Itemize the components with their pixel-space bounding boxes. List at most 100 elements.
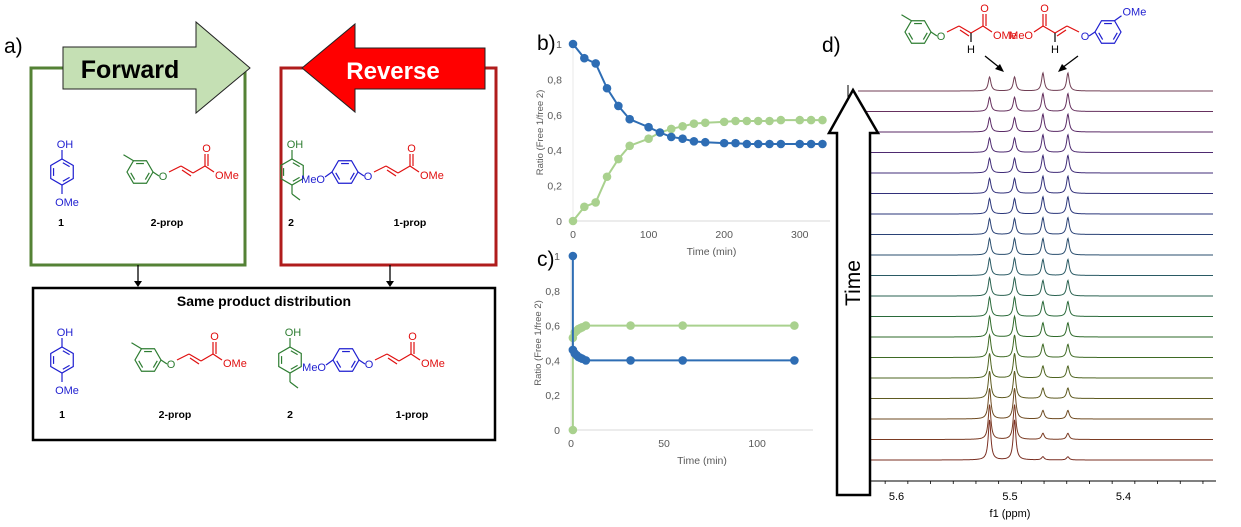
bond (970, 25, 984, 34)
x-tick-label: 200 (715, 229, 733, 241)
data-point (602, 172, 612, 182)
ring-double-bond (62, 364, 70, 370)
ring-double-bond (152, 360, 158, 368)
ring-double-bond (130, 172, 136, 180)
nmr-trace (858, 276, 1213, 297)
ring-double-bond (292, 162, 300, 168)
data-point (742, 139, 752, 149)
bond (409, 165, 420, 173)
data-point (765, 139, 774, 149)
data-point (689, 137, 699, 146)
y-tick-label: 0,2 (545, 390, 560, 402)
data-point (625, 141, 634, 151)
ring-double-bond (335, 172, 341, 180)
alkene-double-bond (1056, 29, 1067, 37)
data-point (700, 137, 710, 147)
bond (385, 165, 399, 174)
nmr-trace (858, 174, 1213, 194)
data-point (614, 101, 623, 111)
x-axis-label: Time (min) (687, 246, 737, 258)
benzene-ring (126, 160, 154, 184)
y-tick-label: 1 (556, 39, 562, 51)
data-point (731, 138, 740, 148)
data-point (689, 119, 699, 128)
bond (1066, 25, 1080, 33)
bond (1088, 31, 1096, 37)
x-tick-label: 100 (640, 229, 658, 241)
nmr-trace (858, 71, 1213, 92)
y-tick-label: 0,6 (547, 110, 562, 122)
atom-label: O (167, 359, 176, 371)
ring-double-bond (350, 360, 356, 368)
product-distribution-title: Same product distribution (177, 293, 351, 309)
y-axis-label: Ratio (Free 1/free 2) (533, 300, 544, 386)
atom-label: OMe (55, 197, 79, 209)
atom-label: O (408, 331, 417, 343)
data-point (753, 116, 763, 126)
data-point (655, 128, 665, 137)
ring-double-bond (908, 32, 914, 40)
alkene-double-bond (387, 357, 398, 365)
atom-label: OH (287, 139, 304, 151)
y-tick-label: 0 (554, 425, 560, 437)
alkene-double-bond (181, 169, 192, 177)
x-tick-label: 50 (658, 438, 670, 450)
forward-label: Forward (81, 56, 180, 84)
compound-label-2: 2 (288, 217, 294, 229)
atom-label: OMe (421, 358, 445, 370)
bond (358, 359, 366, 365)
nmr-trace (858, 314, 1213, 338)
atom-label: O (210, 331, 219, 343)
data-point (806, 115, 816, 125)
product-distribution-box (31, 286, 497, 442)
x-tick-label: 100 (748, 438, 766, 450)
bond (176, 353, 190, 361)
pointer-arrow-left (984, 55, 1004, 72)
bond (373, 165, 387, 173)
nmr-trace (858, 91, 1213, 112)
alkene-double-bond (959, 29, 970, 37)
data-point (581, 356, 591, 365)
y-tick-label: 0 (556, 216, 562, 228)
x-tick-label: 5.6 (889, 491, 904, 503)
atom-label: O (365, 359, 374, 371)
bond (930, 31, 938, 37)
atom-label: MeO (1009, 30, 1033, 42)
data-point (776, 115, 786, 125)
ring-double-bond (1112, 32, 1118, 40)
methyl-bond (131, 342, 142, 350)
nmr-trace (858, 370, 1213, 399)
data-point (568, 251, 578, 261)
bond (204, 165, 215, 173)
bond (357, 171, 365, 177)
atom-label: MeO (301, 174, 325, 186)
y-tick-label: 0,4 (547, 145, 562, 157)
bond (200, 353, 214, 362)
y-tick-label: 0,4 (545, 355, 560, 367)
bond (386, 353, 400, 362)
data-point (591, 198, 600, 207)
bond (946, 25, 960, 33)
data-point (742, 116, 752, 126)
bond (958, 25, 972, 34)
bond (168, 165, 182, 173)
ring-double-bond (62, 162, 70, 168)
panel-label-a: a) (4, 35, 23, 58)
atom-label: O (1040, 3, 1049, 15)
nmr-trace (858, 404, 1213, 440)
time-arrow-label: Time (842, 260, 865, 306)
product-label-1-prop: 1-prop (396, 409, 429, 421)
bond (374, 353, 388, 361)
data-point (806, 139, 816, 149)
atom-label: O (1081, 31, 1090, 43)
data-point (568, 39, 578, 49)
atom-label: H (1051, 44, 1059, 56)
ring-double-bond (292, 176, 300, 182)
panel-label-c: c) (537, 248, 555, 271)
data-point (753, 139, 763, 149)
y-tick-label: 0,2 (547, 181, 562, 193)
x-tick-label: 0 (570, 229, 576, 241)
